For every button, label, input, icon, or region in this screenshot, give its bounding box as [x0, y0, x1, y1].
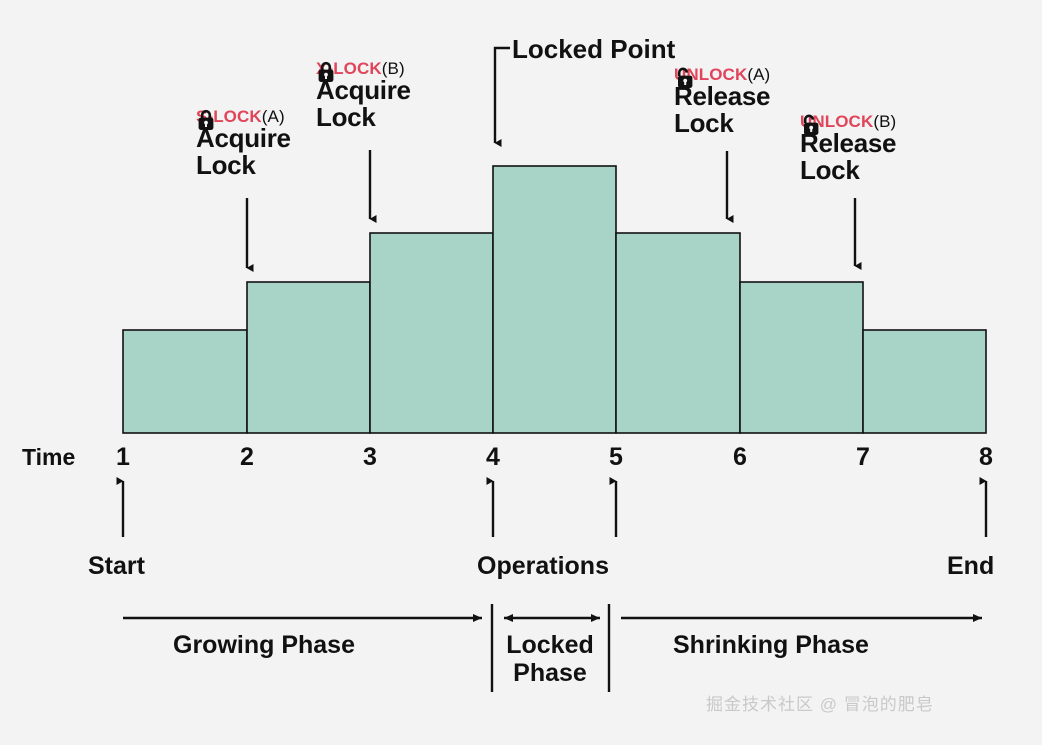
watermark: 掘金技术社区 @ 冒泡的肥皂 [706, 695, 934, 714]
tick-label-3: 3 [363, 443, 377, 471]
annotation-unlock-a: UNLOCK(A) Release Lock [674, 66, 771, 138]
annotation-unlock-b: UNLOCK(B) Release Lock [800, 112, 897, 185]
tick-label-5: 5 [609, 443, 623, 471]
bar-7 [862, 329, 987, 434]
event-label-start: Start [88, 552, 145, 580]
annotation-s-lock-a-resource: (A) [261, 107, 285, 126]
phase-label-shrinking: Shrinking Phase [673, 631, 869, 659]
annotation-s-lock-a: S-LOCK(A) Acquire Lock [196, 108, 291, 178]
leader-arrow-locked-point [493, 46, 510, 147]
phase-label-locked-line1: Locked [506, 631, 594, 659]
event-label-operations: Operations [477, 552, 609, 580]
annotation-x-lock-b-line2: Lock [316, 101, 376, 132]
annotation-unlock-b-resource: (B) [873, 112, 897, 131]
bar-1 [122, 329, 248, 434]
bar-4 [492, 165, 617, 434]
tick-label-8: 8 [979, 443, 993, 471]
tick-label-6: 6 [733, 443, 747, 471]
bar-3 [369, 232, 494, 434]
annotation-unlock-b-line2-row: Lock [800, 114, 896, 185]
bar-2 [246, 281, 371, 434]
annotation-s-lock-a-line2-row: Lock [196, 109, 291, 180]
annotation-unlock-a-tag: UNLOCK(A) [674, 66, 770, 83]
annotation-x-lock-b-line2-row: Lock [316, 61, 411, 132]
tick-label-4: 4 [486, 443, 500, 471]
phase-label-locked-line2: Phase [513, 659, 587, 687]
tick-label-1: 1 [116, 443, 130, 471]
phase-label-locked: Locked Phase [500, 631, 600, 687]
axis-label-time: Time [22, 444, 76, 470]
annotation-unlock-a-resource: (A) [747, 65, 771, 84]
annotation-x-lock-b: X-LOCK(B) Acquire Lock [316, 60, 411, 130]
tick-label-7: 7 [856, 443, 870, 471]
bar-6 [739, 281, 864, 434]
phase-label-growing: Growing Phase [173, 631, 355, 659]
annotation-unlock-a-line2-row: Lock [674, 67, 770, 138]
annotation-s-lock-a-line2: Lock [196, 149, 256, 180]
tick-label-2: 2 [240, 443, 254, 471]
event-label-end: End [947, 552, 995, 580]
bar-5 [615, 232, 741, 434]
annotation-x-lock-b-resource: (B) [381, 59, 405, 78]
annotation-unlock-a-line2: Lock [674, 107, 734, 138]
annotation-unlock-b-line2: Lock [800, 154, 860, 185]
bar-series [122, 165, 987, 434]
locked-point-label: Locked Point [512, 34, 676, 64]
